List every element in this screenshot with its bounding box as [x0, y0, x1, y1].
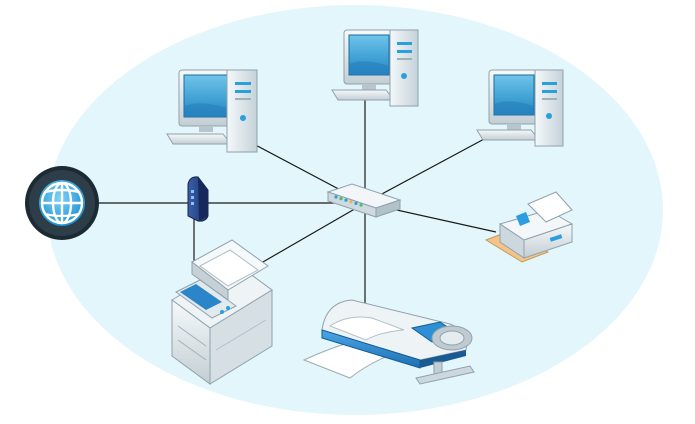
- globe-icon: [25, 166, 99, 240]
- multifunction-copier[interactable]: [171, 239, 273, 385]
- wide-format-printer-icon: [302, 299, 475, 385]
- workstation-center[interactable]: [331, 29, 419, 107]
- inkjet-printer-icon: [484, 191, 574, 263]
- network-hub[interactable]: [326, 183, 402, 218]
- desktop-computer-icon: [331, 29, 419, 107]
- network-switch-icon: [326, 183, 402, 218]
- desktop-computer-icon: [166, 69, 258, 153]
- network-links: [96, 98, 497, 305]
- desktop-computer-icon: [476, 69, 564, 147]
- modem-icon: [187, 176, 209, 222]
- printer[interactable]: [484, 191, 574, 263]
- internet[interactable]: [25, 166, 99, 240]
- modem[interactable]: [187, 176, 209, 222]
- link-workstation-right-to-hub: [364, 137, 487, 204]
- plotter[interactable]: [302, 299, 475, 385]
- link-multifunction-copier-to-hub: [255, 202, 366, 267]
- workstation-left[interactable]: [166, 69, 258, 153]
- copier-icon: [171, 239, 273, 385]
- workstation-right[interactable]: [476, 69, 564, 147]
